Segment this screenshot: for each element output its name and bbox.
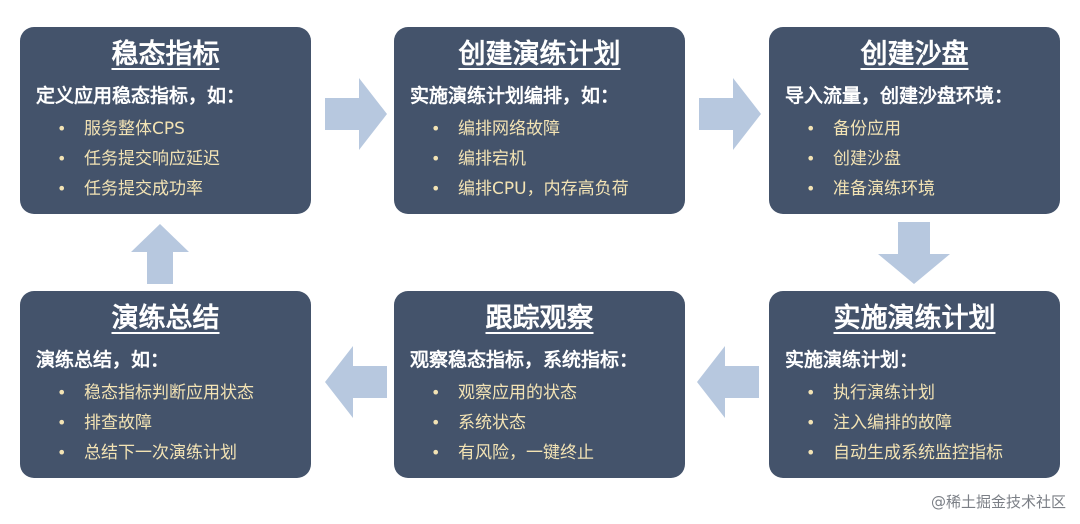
list-item: • 创建沙盘	[785, 144, 1044, 174]
list-item: • 执行演练计划	[785, 378, 1044, 408]
box-intro: 定义应用稳态指标，如：	[36, 85, 246, 107]
bullet-icon: •	[431, 443, 441, 462]
list-item: • 自动生成系统监控指标	[785, 438, 1044, 468]
item-text: 任务提交响应延迟	[84, 149, 220, 169]
item-text: 稳态指标判断应用状态	[84, 383, 254, 403]
item-text: 执行演练计划	[833, 383, 935, 403]
step-box-create-sandbox: 创建沙盘 导入流量，创建沙盘环境： • 备份应用 • 创建沙盘 • 准备演练环境	[769, 27, 1060, 214]
list-item: • 稳态指标判断应用状态	[36, 378, 295, 408]
arrow-left-icon	[325, 346, 387, 418]
item-text: 备份应用	[833, 119, 901, 139]
box-item-list: • 观察应用的状态 • 系统状态 • 有风险，一键终止	[410, 378, 669, 468]
bullet-icon: •	[431, 119, 441, 138]
bullet-icon: •	[806, 443, 816, 462]
step-box-drill-summary: 演练总结 演练总结，如： • 稳态指标判断应用状态 • 排查故障 • 总结下一次演练计…	[20, 291, 311, 478]
list-item: • 有风险，一键终止	[410, 438, 669, 468]
box-item-list: • 执行演练计划 • 注入编排的故障 • 自动生成系统监控指标	[785, 378, 1044, 468]
bullet-icon: •	[806, 179, 816, 198]
arrow-down-icon	[878, 222, 950, 284]
bullet-icon: •	[806, 413, 816, 432]
box-title: 稳态指标	[111, 39, 220, 70]
bullet-icon: •	[57, 413, 67, 432]
bullet-icon: •	[57, 119, 67, 138]
list-item: • 编排CPU，内存高负荷	[410, 174, 669, 204]
item-text: 编排CPU，内存高负荷	[458, 179, 629, 199]
step-box-steady-state-metrics: 稳态指标 定义应用稳态指标，如： • 服务整体CPS • 任务提交响应延迟 • 任务提…	[20, 27, 311, 214]
item-text: 有风险，一键终止	[458, 443, 594, 463]
arrow-left-icon	[697, 346, 759, 418]
box-item-list: • 稳态指标判断应用状态 • 排查故障 • 总结下一次演练计划	[36, 378, 295, 468]
bullet-icon: •	[431, 149, 441, 168]
box-intro: 观察稳态指标，系统指标：	[410, 349, 639, 371]
bullet-icon: •	[431, 413, 441, 432]
item-text: 服务整体CPS	[84, 119, 185, 139]
bullet-icon: •	[806, 149, 816, 168]
box-item-list: • 服务整体CPS • 任务提交响应延迟 • 任务提交成功率	[36, 114, 295, 204]
item-text: 准备演练环境	[833, 179, 935, 199]
list-item: • 观察应用的状态	[410, 378, 669, 408]
item-text: 总结下一次演练计划	[84, 443, 237, 463]
list-item: • 任务提交成功率	[36, 174, 295, 204]
bullet-icon: •	[57, 149, 67, 168]
step-box-track-observe: 跟踪观察 观察稳态指标，系统指标： • 观察应用的状态 • 系统状态 • 有风险，一键…	[394, 291, 685, 478]
list-item: • 系统状态	[410, 408, 669, 438]
step-box-create-drill-plan: 创建演练计划 实施演练计划编排，如： • 编排网络故障 • 编排宕机 • 编排CPU，…	[394, 27, 685, 214]
item-text: 任务提交成功率	[84, 179, 203, 199]
item-text: 注入编排的故障	[833, 413, 952, 433]
list-item: • 编排宕机	[410, 144, 669, 174]
list-item: • 备份应用	[785, 114, 1044, 144]
bullet-icon: •	[57, 443, 67, 462]
box-title: 演练总结	[111, 303, 220, 334]
item-text: 编排宕机	[458, 149, 526, 169]
item-text: 排查故障	[84, 413, 152, 433]
box-title: 实施演练计划	[833, 303, 996, 334]
box-title: 创建沙盘	[860, 39, 969, 70]
item-text: 自动生成系统监控指标	[833, 443, 1003, 463]
list-item: • 任务提交响应延迟	[36, 144, 295, 174]
box-intro: 实施演练计划编排，如：	[410, 85, 620, 107]
box-item-list: • 备份应用 • 创建沙盘 • 准备演练环境	[785, 114, 1044, 204]
watermark: @稀土掘金技术社区	[930, 493, 1066, 511]
bullet-icon: •	[57, 383, 67, 402]
item-text: 观察应用的状态	[458, 383, 577, 403]
arrow-up-icon	[131, 224, 189, 284]
bullet-icon: •	[431, 179, 441, 198]
box-intro: 实施演练计划：	[785, 349, 919, 371]
item-text: 创建沙盘	[833, 149, 901, 169]
list-item: • 准备演练环境	[785, 174, 1044, 204]
list-item: • 排查故障	[36, 408, 295, 438]
box-intro: 导入流量，创建沙盘环境：	[785, 85, 1014, 107]
list-item: • 注入编排的故障	[785, 408, 1044, 438]
box-item-list: • 编排网络故障 • 编排宕机 • 编排CPU，内存高负荷	[410, 114, 669, 204]
arrow-right-icon	[699, 78, 761, 150]
box-title: 创建演练计划	[458, 39, 621, 70]
bullet-icon: •	[806, 119, 816, 138]
list-item: • 服务整体CPS	[36, 114, 295, 144]
step-box-execute-drill-plan: 实施演练计划 实施演练计划： • 执行演练计划 • 注入编排的故障 • 自动生成系统监…	[769, 291, 1060, 478]
bullet-icon: •	[431, 383, 441, 402]
arrow-right-icon	[325, 78, 387, 150]
list-item: • 总结下一次演练计划	[36, 438, 295, 468]
box-intro: 演练总结，如：	[36, 349, 170, 371]
bullet-icon: •	[806, 383, 816, 402]
box-title: 跟踪观察	[485, 303, 594, 334]
bullet-icon: •	[57, 179, 67, 198]
list-item: • 编排网络故障	[410, 114, 669, 144]
item-text: 系统状态	[458, 413, 526, 433]
item-text: 编排网络故障	[458, 119, 560, 139]
